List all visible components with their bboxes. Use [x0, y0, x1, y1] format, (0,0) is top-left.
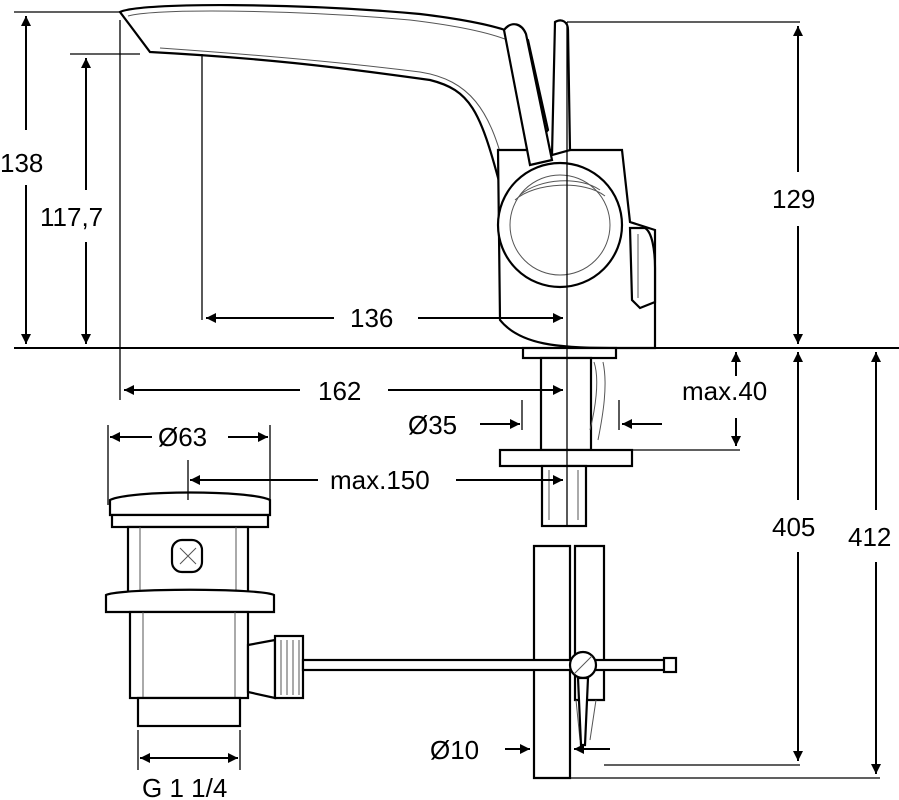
- faucet-body: [118, 3, 657, 350]
- dim-reach-spout: 136: [350, 303, 393, 333]
- dim-rod-diameter: Ø10: [430, 735, 479, 765]
- dim-waste-distance: max.150: [330, 465, 430, 495]
- dim-height-spout: 117,7: [40, 202, 103, 232]
- dim-hole-diameter: Ø35: [408, 410, 457, 440]
- dim-waste-thread: G 1 1/4: [142, 773, 227, 800]
- dim-deck-thickness: max.40: [682, 376, 767, 406]
- dim-hose-length-405: 405: [772, 512, 815, 542]
- dim-height-total: 138: [0, 148, 43, 178]
- fixing-assembly: [498, 346, 634, 780]
- dim-waste-diameter: Ø63: [158, 422, 207, 452]
- dim-length-total: 162: [318, 376, 361, 406]
- dim-hose-length-412: 412: [848, 522, 891, 552]
- dim-height-lever: 129: [772, 184, 815, 214]
- dimension-lines: [14, 11, 881, 779]
- waste-valve: [104, 491, 678, 747]
